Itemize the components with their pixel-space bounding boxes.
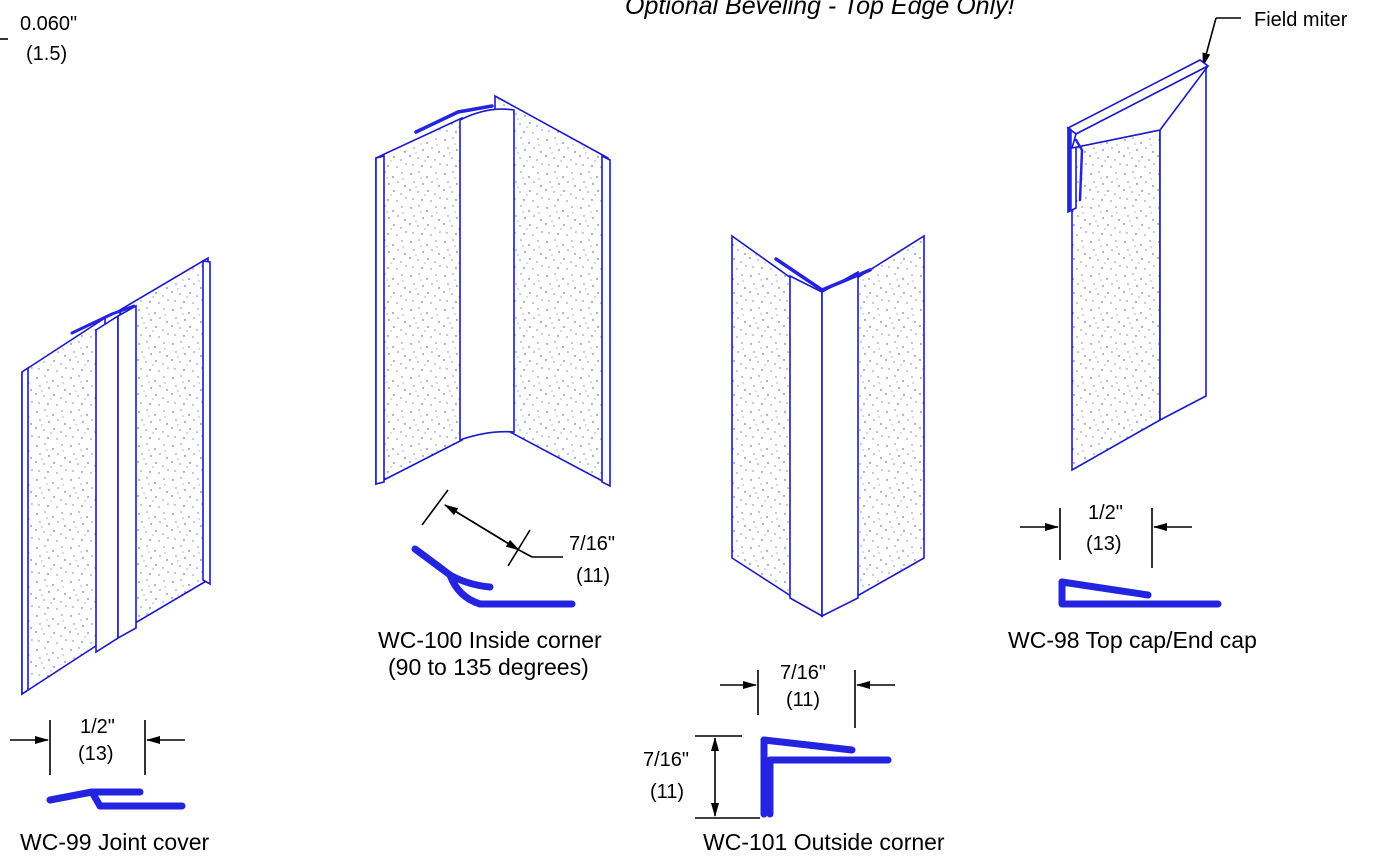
wc98-cap-flange	[1070, 65, 1209, 150]
wc99-strip-left	[95, 314, 119, 654]
wc99-title: WC-99 Joint cover	[20, 829, 210, 855]
wc101-dim-w-mm: (11)	[786, 689, 820, 711]
wc99-profile	[46, 788, 186, 810]
wc99-dim-mm: (13)	[78, 743, 114, 765]
wc100-left-panel	[375, 116, 463, 486]
wc100-subtitle: (90 to 135 degrees)	[388, 654, 589, 680]
beveling-note: Optional Beveling - Top Edge Only!	[625, 0, 1015, 20]
wc98-panel	[1071, 129, 1161, 472]
wc100-illustration	[375, 94, 611, 488]
wc101-dimension-height: 7/16" (11)	[643, 735, 760, 819]
wc101-title: WC-101 Outside corner	[703, 829, 945, 855]
wc100-dim-mm: (11)	[576, 565, 610, 587]
wc98-dimension: 1/2" (13)	[1020, 502, 1192, 568]
wc100-dimension: 7/16" (11)	[421, 489, 615, 587]
wc98-illustration	[1066, 59, 1210, 472]
wc101-strip-right	[821, 270, 859, 618]
wc101-dim-h-inch: 7/16"	[643, 749, 689, 771]
wc100-title: WC-100 Inside corner	[378, 627, 602, 653]
wc100-profile	[411, 545, 576, 608]
wc98-dim-inch: 1/2"	[1088, 502, 1123, 524]
field-miter-label: Field miter	[1254, 9, 1348, 31]
wc101-strip-left	[789, 274, 823, 618]
wc99-dim-inch: 1/2"	[80, 716, 115, 738]
note-top: Optional Beveling - Top Edge Only! 0.060…	[0, 0, 1348, 67]
wc98-profile	[1058, 578, 1222, 608]
wc100-dim-inch: 7/16"	[569, 533, 615, 555]
thickness-mm: (1.5)	[26, 43, 67, 65]
wc99-illustration	[21, 256, 211, 696]
wc101-dimension-width: 7/16" (11)	[720, 662, 895, 728]
wc101-dim-h-mm: (11)	[650, 781, 684, 803]
wc100-cove-strip	[459, 108, 515, 442]
wc101-dim-w-inch: 7/16"	[780, 662, 826, 684]
wc99-dimension: 1/2" (13)	[10, 716, 185, 775]
thickness-inch: 0.060"	[20, 13, 77, 35]
wc99-left-panel	[21, 316, 106, 696]
wc101-profile	[760, 736, 892, 818]
wc101-illustration	[731, 234, 925, 618]
field-miter-leader-arrow	[1202, 17, 1217, 67]
wc99-strip-right	[117, 304, 137, 640]
wc98-dim-mm: (13)	[1086, 533, 1122, 555]
wc98-title: WC-98 Top cap/End cap	[1008, 627, 1257, 653]
